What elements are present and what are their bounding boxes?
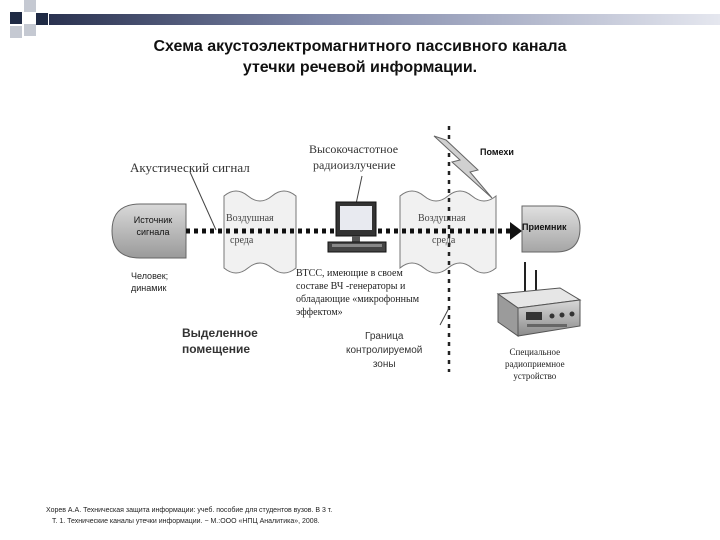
device-knob [559, 312, 565, 318]
header-gradient-bar [49, 14, 720, 25]
label-line: составе ВЧ -генераторы и [296, 281, 406, 292]
label-line: Человек; [131, 271, 169, 281]
device-knob [549, 313, 555, 319]
label-line: радиоприемное [505, 359, 565, 369]
signal-source-shape [111, 203, 187, 259]
label-line: ВТСС, имеющие в своем [296, 268, 403, 279]
label-line: радиоизлучение [313, 158, 396, 172]
reference-line: Хорев А.А. Техническая защита информации… [46, 507, 333, 514]
device-buttons [527, 324, 567, 327]
computer-screen [340, 206, 372, 230]
border-pointer-line [439, 307, 450, 326]
label-line: контролируемой [346, 345, 423, 356]
hf-pointer-line [355, 175, 363, 205]
interference-label: Помехи [480, 147, 514, 157]
device-knob [569, 311, 575, 317]
controlled-zone-border-label: Граница контролируемой зоны [346, 330, 422, 372]
special-radio-device-label: Специальное радиоприемное устройство [505, 346, 565, 382]
decor-square [24, 0, 36, 12]
label-line: устройство [513, 371, 557, 381]
decor-square [10, 12, 22, 24]
label-line: помещение [182, 342, 251, 356]
label-line: Выделенное [182, 326, 258, 340]
receiver-shape [521, 205, 581, 253]
bibliographic-reference: Хорев А.А. Техническая защита информации… [46, 505, 332, 527]
keyboard-keys [332, 244, 382, 247]
decor-square [24, 24, 36, 36]
label-line: Источник [133, 215, 173, 225]
acoustic-pointer-line [189, 171, 217, 231]
interference-lightning [433, 135, 493, 199]
label-line: Граница [365, 331, 404, 342]
dedicated-room-label: Выделенное помещение [182, 325, 258, 357]
device-display [526, 312, 542, 320]
air-medium-1-label: Воздушная среда [226, 208, 276, 252]
slide-corner-decoration [0, 0, 720, 40]
monitor-stand [352, 236, 360, 242]
receiver-label: Приемник [522, 222, 567, 232]
air-medium-2-label: Воздушная среда [418, 208, 478, 252]
decor-square [36, 13, 48, 25]
label-line: Воздушная [418, 213, 466, 224]
label-line: среда [230, 235, 254, 246]
label-line: эффектом» [296, 307, 343, 318]
air-medium-2-shape [399, 190, 497, 274]
label-line: Высокочастотное [309, 142, 399, 156]
label-line: зоны [372, 359, 396, 370]
label-line: сигнала [136, 227, 170, 237]
label-line: Специальное [509, 347, 561, 357]
title-line: утечки речевой информации. [242, 59, 478, 76]
reference-line: Т. 1. Технические каналы утечки информац… [52, 518, 320, 525]
label-line: Воздушная [226, 213, 274, 224]
vtss-label: ВТСС, имеющие в своем составе ВЧ -генера… [296, 267, 419, 319]
label-line: обладающие «микрофонным [296, 294, 420, 305]
label-line: динамик [131, 283, 167, 293]
signal-arrow-head [510, 222, 522, 240]
title-line: Схема акустоэлектромагнитного пассивного… [153, 38, 567, 55]
signal-source-label: Источник сигнала [118, 214, 188, 238]
person-speaker-label: Человек; динамик [131, 270, 168, 294]
acoustic-signal-label: Акустический сигнал [130, 160, 250, 175]
hf-radiation-label: Высокочастотное радиоизлучение [309, 141, 398, 173]
slide-title: Схема акустоэлектромагнитного пассивного… [80, 36, 640, 78]
decor-square [10, 26, 22, 38]
label-line: среда [432, 235, 456, 246]
